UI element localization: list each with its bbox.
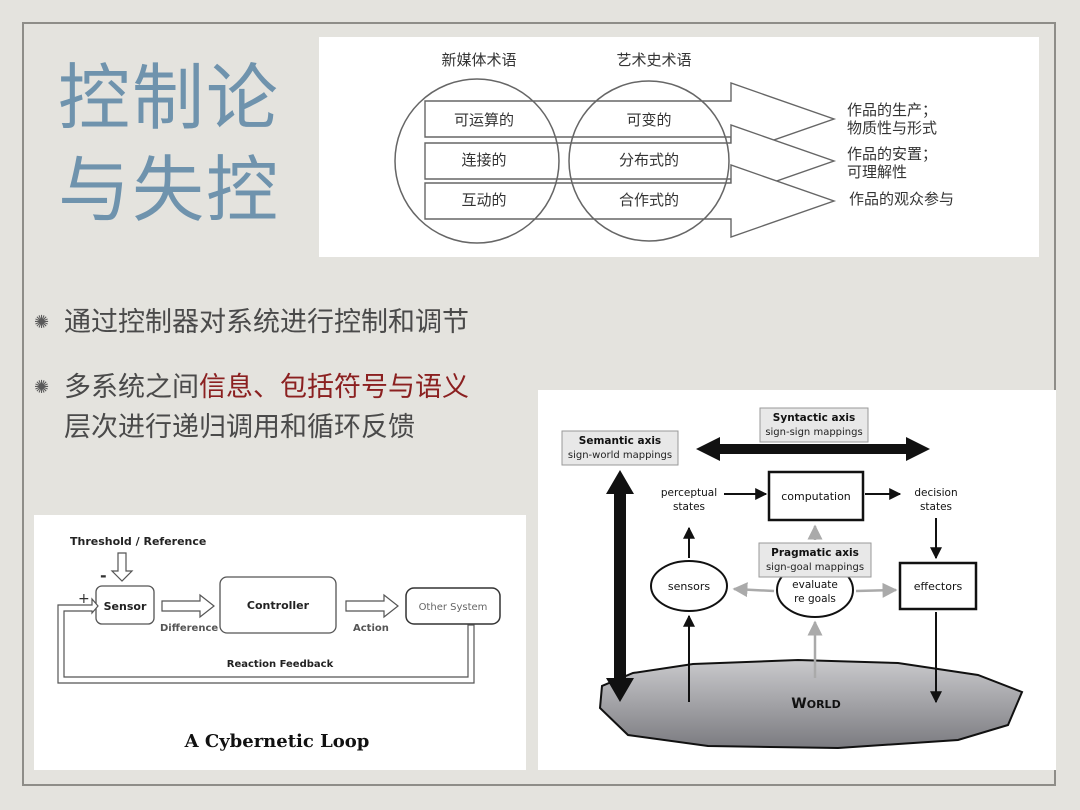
computation-box xyxy=(767,470,865,522)
effectors-label: effectors xyxy=(914,580,963,593)
venn-left-heading: 新媒体术语 xyxy=(441,51,516,69)
bullet-star-icon: ✺ xyxy=(34,312,50,333)
action-arrow-icon xyxy=(345,593,399,619)
venn-result-1-line2: 物质性与形式 xyxy=(847,119,937,137)
semantic-axis-title: Semantic axis xyxy=(579,435,661,447)
bullet-1-text: 通过控制器对系统进行控制和调节 xyxy=(64,307,469,338)
sensors-node xyxy=(650,560,728,612)
cybernetic-loop-svg: Threshold / Reference - + Sensor Differe… xyxy=(57,535,501,752)
other-system-label: Other System xyxy=(419,602,488,613)
syntactic-axis-sub: sign-sign mappings xyxy=(765,427,862,438)
bullet-2-part-1: 多系统之间 xyxy=(64,372,199,403)
bullet-star-icon: ✺ xyxy=(34,377,50,398)
syntactic-axis-title: Syntactic axis xyxy=(773,412,855,424)
controller-label: Controller xyxy=(247,599,310,612)
cybernetic-loop-caption: A Cybernetic Loop xyxy=(184,731,370,752)
venn-result-2-line2: 可理解性 xyxy=(847,163,907,181)
bullet-2-line2: 层次进行递归调用和循环反馈 xyxy=(64,412,415,443)
perceptual-label-1: perceptual xyxy=(661,487,717,499)
effectors-box xyxy=(898,561,978,611)
arrow-evaluate-to-sensors xyxy=(732,582,775,598)
perceptual-label-2: states xyxy=(673,501,705,513)
world-label: WORLD xyxy=(791,696,840,712)
world-label-rest: ORLD xyxy=(807,698,841,711)
venn-row-2-left: 连接的 xyxy=(461,151,506,169)
venn-row-3-left: 互动的 xyxy=(461,191,506,209)
threshold-arrow-icon xyxy=(110,552,134,582)
semantic-axis-label-box xyxy=(561,430,679,466)
pragmatic-axis-sub: sign-goal mappings xyxy=(766,562,864,573)
semantic-axis-sub: sign-world mappings xyxy=(568,450,672,461)
slide-title: 控制论 与失控 xyxy=(58,52,298,236)
semiotic-axes-diagram: WORLD Syntactic axis sign-sign mappings … xyxy=(538,390,1056,770)
venn-result-1-line1: 作品的生产； xyxy=(847,101,937,119)
venn-result-3-line1: 作品的观众参与 xyxy=(849,190,954,208)
venn-row-2-right: 分布式的 xyxy=(619,151,679,169)
venn-arrow-3 xyxy=(424,164,837,238)
syntactic-axis-label-box xyxy=(759,407,869,443)
sensor-label: Sensor xyxy=(104,600,147,613)
difference-arrow-icon xyxy=(161,593,215,619)
venn-right-heading: 艺术史术语 xyxy=(616,51,691,69)
cybernetic-loop-diagram: Threshold / Reference - + Sensor Differe… xyxy=(34,515,526,770)
title-line-1: 控制论 xyxy=(58,56,281,140)
feedback-loop-arrow xyxy=(57,597,475,684)
minus-sign: - xyxy=(100,566,107,585)
venn-row-1-right: 可变的 xyxy=(626,111,671,129)
controller-box xyxy=(219,576,337,634)
evaluate-label-2: re goals xyxy=(794,593,836,605)
difference-label: Difference xyxy=(160,623,218,634)
feedback-label: Reaction Feedback xyxy=(227,659,334,670)
venn-result-2-line1: 作品的安置； xyxy=(847,145,937,163)
decision-label-2: states xyxy=(920,501,952,513)
semiotic-axes-svg: WORLD Syntactic axis sign-sign mappings … xyxy=(561,407,1024,750)
action-label: Action xyxy=(353,623,389,634)
decision-label-1: decision xyxy=(914,487,957,499)
sensors-label: sensors xyxy=(668,580,710,593)
syntactic-axis-arrow xyxy=(696,437,930,461)
bullet-2-highlight: 信息、包括符号与语义 xyxy=(199,372,469,403)
venn-left-circle xyxy=(394,78,560,244)
venn-arrow-diagram: 新媒体术语 艺术史术语 可运算的 可变的 连接的 分布式的 互动的 合作式的 作… xyxy=(319,37,1039,257)
venn-row-3-right: 合作式的 xyxy=(619,191,679,209)
plus-sign: + xyxy=(78,591,90,607)
venn-right-circle xyxy=(568,80,730,242)
computation-label: computation xyxy=(781,490,851,503)
bullet-2-text: 多系统之间信息、包括符号与语义 xyxy=(64,368,469,408)
pragmatic-axis-label-box xyxy=(758,542,872,578)
threshold-label: Threshold / Reference xyxy=(70,535,206,548)
venn-arrow-svg: 新媒体术语 艺术史术语 可运算的 可变的 连接的 分布式的 互动的 合作式的 作… xyxy=(394,51,954,244)
venn-row-1-left: 可运算的 xyxy=(454,111,514,129)
pragmatic-axis-title: Pragmatic axis xyxy=(771,547,859,559)
arrow-evaluate-to-effectors xyxy=(855,582,898,598)
semantic-axis-arrow xyxy=(606,470,634,702)
other-system-box xyxy=(405,587,501,625)
title-line-2: 与失控 xyxy=(58,148,281,232)
world-label-w: W xyxy=(791,696,806,712)
evaluate-label-1: evaluate xyxy=(792,579,838,591)
